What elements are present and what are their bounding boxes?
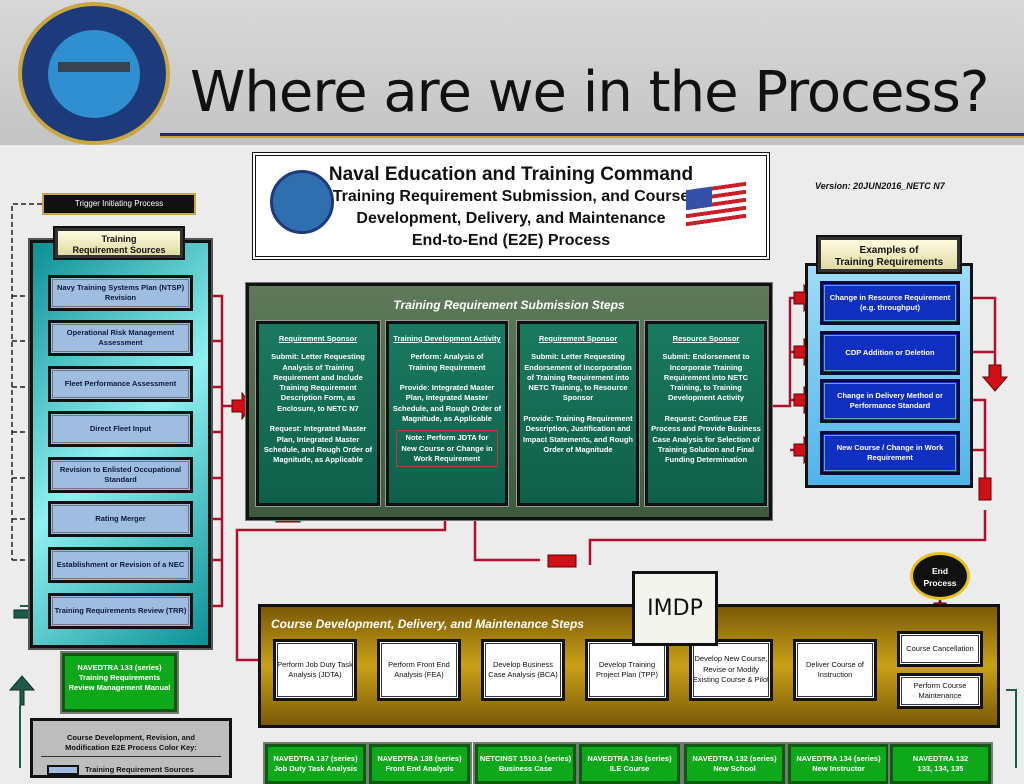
step-fea: Perform Front End Analysis (FEA)	[377, 639, 461, 701]
step-requirement-sponsor-submit: Requirement Sponsor Submit: Letter Reque…	[255, 320, 381, 507]
process-title-line2: Development, Delivery, and Maintenance	[356, 210, 666, 227]
ref-title: NETCINST 1510.3 (series)	[479, 754, 572, 763]
examples-label-line2: Training Requirements	[834, 257, 944, 268]
ref-title: NAVEDTRA 132	[912, 754, 969, 763]
examples-label-line1: Examples of	[859, 245, 919, 256]
examples-panel: Change in Resource Requirement (e.g. thr…	[805, 263, 973, 488]
card-heading: Resource Sponsor	[672, 334, 740, 343]
card-heading: Requirement Sponsor	[278, 334, 358, 343]
ref-subtitle: 133, 134, 135	[917, 764, 964, 773]
card-text: Provide: Training Requirement Descriptio…	[523, 414, 634, 454]
title-divider	[160, 133, 1024, 138]
ref-navedtra-137: NAVEDTRA 137 (series)Job Duty Task Analy…	[263, 742, 368, 784]
ref-title: NAVEDTRA 134 (series)	[796, 754, 881, 763]
color-key-title: Course Development, Revision, and Modifi…	[65, 733, 197, 752]
source-nec-revision: Establishment or Revision of a NEC	[48, 547, 193, 583]
source-direct-fleet-input: Direct Fleet Input	[48, 411, 193, 447]
card-text: Perform: Analysis of Training Requiremen…	[408, 352, 486, 372]
example-resource-change: Change in Resource Requirement (e.g. thr…	[820, 281, 960, 325]
ref-title: NAVEDTRA 136 (series)	[587, 754, 672, 763]
card-text: Request: Continue E2E Process and Provid…	[651, 414, 761, 465]
step-resource-sponsor: Resource Sponsor Submit: Endorsement to …	[644, 320, 768, 507]
source-enlisted-occupational-standard: Revision to Enlisted Occupational Standa…	[48, 457, 193, 493]
org-name: Naval Education and Training Command	[328, 164, 694, 185]
ref-line: Review Management Manual	[68, 683, 171, 692]
step-training-development-activity: Training Development Activity Perform: A…	[385, 320, 509, 507]
ref-subtitle: Business Case	[498, 764, 553, 773]
ref-title: NAVEDTRA 132 (series)	[692, 754, 777, 763]
example-cdp: CDP Addition or Deletion	[820, 331, 960, 375]
card-heading: Requirement Sponsor	[538, 334, 618, 343]
course-maintenance: Perform Course Maintenance	[897, 673, 983, 709]
card-text: Submit: Letter Requesting Analysis of Tr…	[271, 352, 365, 413]
us-flag-icon	[686, 181, 746, 231]
ref-line: Training Requirements	[78, 673, 161, 682]
card-text: Submit: Endorsement to Incorporate Train…	[662, 352, 750, 403]
process-title-line1: Training Requirement Submission, and Cou…	[332, 188, 690, 205]
source-ntsp-revision: Navy Training Systems Plan (NTSP) Revisi…	[48, 275, 193, 311]
netc-mini-seal-logo	[270, 170, 334, 234]
version-label: Version: 20JUN2016_NETC N7	[815, 181, 945, 191]
card-text: Request: Integrated Master Plan, Integra…	[263, 424, 373, 465]
ref-netcinst-1510: NETCINST 1510.3 (series)Business Case	[473, 742, 578, 784]
ref-subtitle: Job Duty Task Analysis	[273, 764, 358, 773]
navedtra-133-reference: NAVEDTRA 133 (series) Training Requireme…	[60, 651, 179, 714]
source-rating-merger: Rating Merger	[48, 501, 193, 537]
ref-subtitle: ILE Course	[609, 764, 650, 773]
step-tpp: Develop Training Project Plan (TPP)	[585, 639, 669, 701]
step-jdta: Perform Job Duty Task Analysis (JDTA)	[273, 639, 357, 701]
ref-navedtra-136: NAVEDTRA 136 (series)ILE Course	[577, 742, 682, 784]
requirement-sources-panel: Navy Training Systems Plan (NTSP) Revisi…	[28, 238, 213, 650]
ref-title: NAVEDTRA 133 (series)	[77, 663, 162, 672]
step-deliver-course: Deliver Course of Instruction	[793, 639, 877, 701]
card-heading: Training Development Activity	[393, 334, 501, 343]
color-key-swatch	[47, 765, 79, 775]
submission-steps-panel: Training Requirement Submission Steps Re…	[245, 282, 773, 521]
step-develop-course: Develop New Course, Revise or Modify Exi…	[689, 639, 773, 701]
sources-label-line2: Requirement Sources	[72, 245, 166, 255]
ref-navedtra-138: NAVEDTRA 138 (series)Front End Analysis	[367, 742, 472, 784]
source-operational-risk: Operational Risk Management Assessment	[48, 320, 193, 356]
step-bca: Develop Business Case Analysis (BCA)	[481, 639, 565, 701]
course-steps-title: Course Development, Delivery, and Mainte…	[271, 617, 584, 631]
netc-seal-logo	[18, 2, 170, 145]
ref-title: NAVEDTRA 137 (series)	[273, 754, 358, 763]
ref-navedtra-134: NAVEDTRA 134 (series)New Instructor	[786, 742, 891, 784]
ref-subtitle: New Instructor	[812, 764, 865, 773]
source-fleet-performance: Fleet Performance Assessment	[48, 366, 193, 402]
ref-subtitle: Front End Analysis	[385, 764, 454, 773]
end-label: End	[931, 566, 949, 576]
example-new-course: New Course / Change in Work Requirement	[820, 431, 960, 475]
course-steps-panel: Course Development, Delivery, and Mainte…	[258, 604, 1000, 728]
card-text: Provide: Integrated Master Plan, Integra…	[392, 383, 502, 424]
end-label: Process	[923, 578, 957, 588]
color-key: Course Development, Revision, and Modifi…	[30, 718, 232, 778]
slide-title: Where are we in the Process?	[190, 60, 989, 125]
process-header-box: Naval Education and Training Command Tra…	[252, 152, 770, 260]
ref-title: NAVEDTRA 138 (series)	[377, 754, 462, 763]
jdta-note: Note: Perform JDTA for New Course or Cha…	[396, 430, 498, 468]
submission-steps-title: Training Requirement Submission Steps	[393, 298, 625, 312]
trigger-initiating-process-legend: Trigger Initiating Process	[42, 193, 196, 215]
process-title-line3: End-to-End (E2E) Process	[411, 232, 611, 249]
slide-header	[0, 0, 1024, 145]
card-text: Submit: Letter Requesting Endorsement of…	[524, 352, 632, 403]
imdp-callout: IMDP	[632, 571, 718, 646]
source-trr: Training Requirements Review (TRR)	[48, 593, 193, 629]
course-cancellation: Course Cancellation	[897, 631, 983, 667]
sources-label-line1: Training	[101, 234, 137, 244]
step-requirement-sponsor-endorse: Requirement Sponsor Submit: Letter Reque…	[516, 320, 640, 507]
ref-navedtra-132: NAVEDTRA 132 (series)New School	[682, 742, 787, 784]
example-delivery-method: Change in Delivery Method or Performance…	[820, 379, 960, 423]
color-key-item: Training Requirement Sources	[85, 765, 194, 774]
ref-subtitle: New School	[713, 764, 756, 773]
